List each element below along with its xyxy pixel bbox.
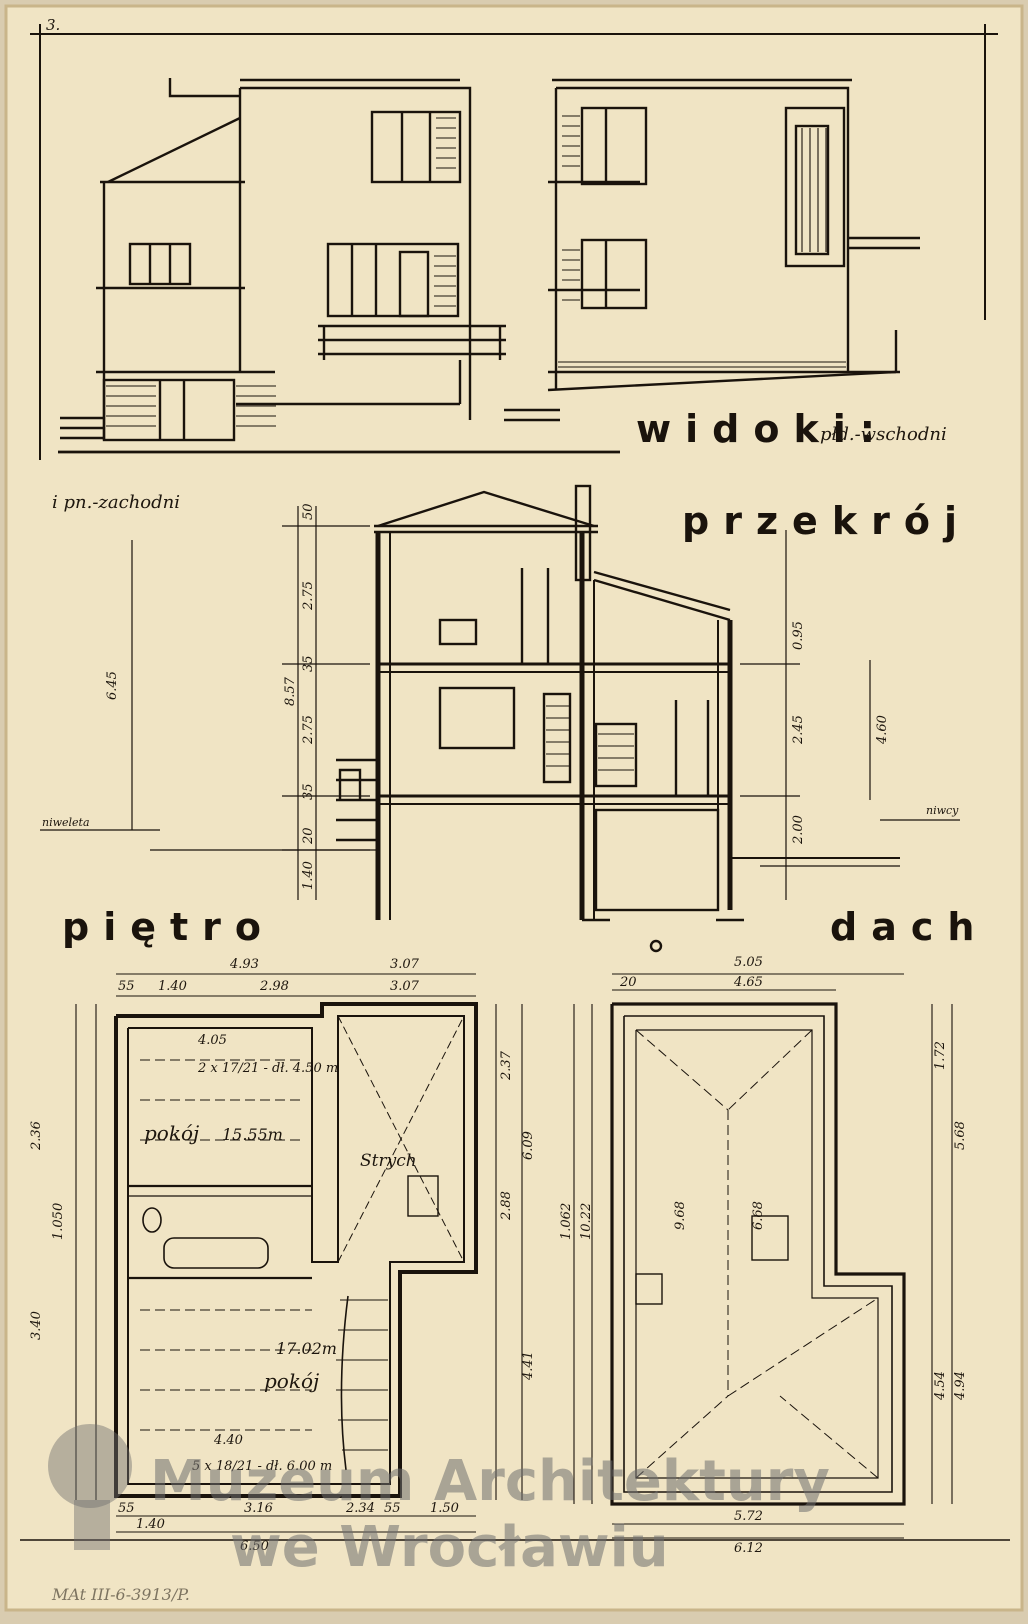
dim-plan-right-c: 4.41: [521, 1351, 536, 1381]
sheet-border: [20, 24, 1010, 1541]
elevation-title: widoki:: [636, 407, 889, 451]
niveleta-left-label: niweleta: [42, 816, 90, 829]
dim-top-a: 55: [118, 979, 135, 994]
museum-watermark: Muzeum Architektury we Wrocławiu: [48, 1424, 830, 1580]
dim-sec-g: 50: [301, 503, 316, 520]
dim-plan-right-b: 6.09: [521, 1131, 536, 1160]
room-label-upper: pokój: [144, 1121, 199, 1145]
dim-sec-h: 6.45: [105, 671, 120, 700]
catalog-number: MAt III-6-3913/P.: [51, 1585, 190, 1604]
dim-sec-b: 35: [301, 655, 316, 672]
dim-plan-left-a: 2.36: [29, 1121, 44, 1151]
floor-plan-dash-lines: [140, 1059, 312, 1431]
dim-plan-right-a: 2.37: [499, 1050, 514, 1081]
elevation-west: [58, 78, 620, 454]
dim-roof-right-c: 4.54: [933, 1371, 948, 1401]
dim-roof-mid: 6.68: [751, 1201, 766, 1230]
dim-sec-e: 20: [301, 827, 316, 845]
dim-roof-edge: 20: [619, 975, 637, 990]
dim-roof-mid2: 9.68: [673, 1201, 688, 1230]
dim-bottom-c: 2.34: [345, 1501, 375, 1516]
dim-top-d: 3.07: [390, 979, 420, 994]
dim-stairs-lower: 5 x 18/21 - dł. 6.00 m: [192, 1459, 332, 1474]
sheet-number: 3.: [46, 16, 60, 34]
elevation-west-label: i pn.-zachodni: [52, 492, 180, 513]
section-dimension-lines: [40, 506, 960, 900]
paper-edge: [4, 4, 1024, 1612]
dim-top-total-left: 4.93: [229, 957, 259, 972]
dim-bottom-total: 6.50: [240, 1539, 269, 1554]
floor-plan-title: piętro: [62, 905, 275, 949]
hatching-west: [106, 117, 456, 427]
dim-plan-left-b: 1.050: [51, 1203, 66, 1240]
watermark-line2: we Wrocławiu: [230, 1515, 669, 1580]
dim-sec-f: 1.40: [301, 861, 316, 890]
dim-roof-left-a: 1.062: [559, 1203, 574, 1240]
dim-sec-c: 2.75: [301, 715, 316, 745]
roof-plan-title: dach: [830, 905, 988, 949]
dim-roof-total: 5.05: [734, 955, 763, 970]
dim-roof-right-b: 5.68: [953, 1121, 968, 1150]
dim-section-height: 8.57: [283, 676, 298, 706]
room-area-upper: 15.55m: [222, 1125, 283, 1144]
dim-bottom-d: 55: [384, 1501, 401, 1516]
dim-roof-bottom-a: 5.72: [734, 1509, 763, 1524]
dim-bottom-a: 55: [118, 1501, 135, 1516]
floor-plan: [75, 973, 523, 1533]
dim-sec-right-c: 2.45: [791, 715, 806, 745]
dim-top-b: 1.40: [158, 979, 187, 994]
niveleta-right-label: niwcy: [926, 804, 959, 817]
paper-sheet: [6, 6, 1022, 1610]
dim-sec-d: 35: [301, 783, 316, 800]
dim-room-depth2: 4.40: [213, 1433, 243, 1448]
section-title: przekrój: [682, 499, 971, 543]
elevation-east-label: płd.-wschodni: [820, 424, 947, 445]
dim-sec-right-b: 0.95: [791, 621, 806, 650]
dim-bottom-f: 1.40: [136, 1517, 165, 1532]
hatching-east: [558, 115, 846, 368]
dim-bottom-b: 3.16: [244, 1501, 273, 1516]
room-area-lower: 17.02m: [276, 1339, 337, 1358]
section-brick-hatch: [546, 705, 634, 771]
dim-plan-right-d: 2.88: [499, 1191, 514, 1221]
dim-top-c: 2.98: [259, 979, 289, 994]
dim-roof-right-d: 4.94: [953, 1371, 968, 1401]
dim-top-total-right: 3.07: [390, 957, 420, 972]
room-label-lower: pokój: [264, 1369, 319, 1393]
dim-stairs-upper: 2 x 17/21 - dł. 4.50 m: [197, 1061, 338, 1076]
roof-plan: [573, 973, 953, 1539]
dim-roof-left-b: 10.22: [579, 1203, 594, 1240]
watermark-logo-base: [74, 1500, 110, 1550]
elevation-east: [547, 78, 920, 392]
dim-sec-right-a: 4.60: [875, 715, 890, 745]
dim-roof-inner: 4.65: [733, 975, 763, 990]
section-drawing: [150, 484, 900, 953]
dim-plan-left-c: 3.40: [29, 1311, 44, 1340]
dim-roof-right-a: 1.72: [933, 1041, 948, 1070]
dim-sec-right-d: 2.00: [791, 815, 806, 845]
attic-label: Strych: [360, 1151, 417, 1171]
dim-room-depth: 4.05: [197, 1033, 227, 1048]
dim-sec-a: 2.75: [301, 581, 316, 611]
dim-bottom-e: 1.50: [430, 1501, 459, 1516]
dim-roof-bottom-total: 6.12: [734, 1541, 763, 1556]
watermark-logo-icon: [48, 1424, 132, 1508]
watermark-line1: Muzeum Architektury: [150, 1449, 830, 1514]
